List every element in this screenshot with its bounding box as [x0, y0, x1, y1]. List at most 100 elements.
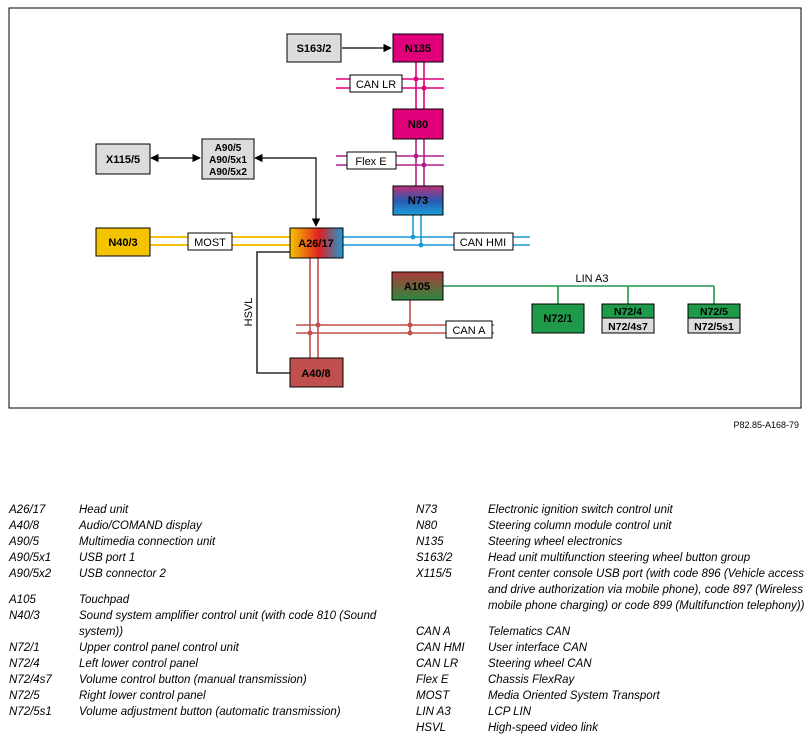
legend-code: N72/5	[9, 690, 40, 702]
svg-text:A105: A105	[404, 281, 430, 293]
svg-text:N72/4: N72/4	[614, 306, 642, 318]
legend-description: Volume adjustment button (automatic tran…	[79, 706, 341, 718]
svg-text:CAN A: CAN A	[452, 325, 486, 337]
unit-a40-8: A40/8	[289, 357, 344, 388]
legend-description: Steering column module control unit	[488, 520, 672, 532]
legend-description: Multimedia connection unit	[79, 536, 216, 548]
legend-description: Steering wheel CAN	[488, 658, 592, 670]
legend-description: Sound system amplifier control unit (wit…	[79, 610, 377, 638]
svg-text:N73: N73	[408, 195, 428, 207]
junction-dot	[418, 242, 424, 248]
legend-description: Electronic ignition switch control unit	[488, 504, 673, 516]
unit-x115-5: X115/5	[95, 143, 151, 175]
svg-text:CAN LR: CAN LR	[356, 79, 396, 91]
legend-code: X115/5	[416, 568, 452, 580]
junction-dot	[407, 330, 413, 336]
unit-s163-2: S163/2	[286, 33, 342, 63]
unit-n135: N135	[392, 33, 444, 63]
legend-spacer	[416, 614, 806, 624]
legend-description: High-speed video link	[488, 722, 598, 734]
svg-text:A90/5x2: A90/5x2	[209, 167, 247, 178]
svg-text:N72/4s7: N72/4s7	[608, 321, 648, 333]
legend-description: LCP LIN	[488, 706, 532, 718]
legend-row: A90/5x1 USB port 1	[9, 550, 404, 566]
legend-row: N80 Steering column module control unit	[416, 518, 806, 534]
legend-code: A90/5x1	[9, 552, 52, 564]
unit-a105: A105	[391, 271, 444, 301]
legend-code: A40/8	[9, 520, 40, 532]
unit-n72-4: N72/4 N72/4s7	[601, 303, 655, 334]
legend-code: N72/4	[9, 658, 40, 670]
svg-text:MOST: MOST	[194, 237, 226, 249]
unit-a26-17: A26/17	[289, 227, 344, 259]
unit-n72-1: N72/1	[531, 303, 585, 334]
legend-row: S163/2 Head unit multifunction steering w…	[416, 550, 806, 566]
legend-row: Flex E Chassis FlexRay	[416, 672, 806, 688]
legend-code: N72/1	[9, 642, 40, 654]
legend-description: Telematics CAN	[488, 626, 571, 638]
svg-text:N72/1: N72/1	[543, 313, 572, 325]
legend-description: USB port 1	[79, 552, 136, 564]
legend-row: N72/1 Upper control panel control unit	[9, 640, 404, 656]
unit-n40-3: N40/3	[95, 227, 151, 257]
legend-description: Head unit	[79, 504, 129, 516]
legend-code: A90/5x2	[9, 568, 52, 580]
svg-text:A26/17: A26/17	[298, 238, 333, 250]
legend-code: LIN A3	[416, 706, 451, 718]
svg-text:A40/8: A40/8	[301, 368, 330, 380]
legend-description: Left lower control panel	[79, 658, 198, 670]
bus-label-can-lr: CAN LR	[349, 74, 403, 93]
legend-code: N135	[416, 536, 444, 548]
figure-id: P82.85-A168-79	[733, 420, 799, 430]
bus-label-flex-e: Flex E	[346, 151, 397, 170]
svg-text:X115/5: X115/5	[106, 154, 140, 166]
svg-text:N135: N135	[405, 43, 431, 55]
svg-text:S163/2: S163/2	[297, 43, 332, 55]
legend-description: User interface CAN	[488, 642, 588, 654]
junction-dot	[413, 76, 419, 82]
svg-text:N72/5s1: N72/5s1	[694, 321, 734, 333]
legend-description: Chassis FlexRay	[488, 674, 575, 686]
svg-text:N80: N80	[408, 119, 428, 131]
junction-dot	[413, 153, 419, 159]
svg-text:Flex E: Flex E	[355, 156, 386, 168]
legend-description: Upper control panel control unit	[79, 642, 239, 654]
legend-description: Steering wheel electronics	[488, 536, 623, 548]
legend-right: N73 Electronic ignition switch control un…	[416, 502, 806, 736]
legend-row: HSVL High-speed video link	[416, 720, 806, 736]
junction-dot	[421, 162, 427, 168]
junction-dot	[410, 234, 416, 240]
legend-code: MOST	[416, 690, 450, 702]
legend-code: CAN LR	[416, 658, 459, 670]
legend-code: N80	[416, 520, 438, 532]
legend-row: N135 Steering wheel electronics	[416, 534, 806, 550]
hsvl-link	[256, 251, 290, 374]
junction-dot	[307, 330, 313, 336]
legend-code: Flex E	[416, 674, 449, 686]
legend-code: CAN HMI	[416, 642, 465, 654]
legend-code: A105	[9, 594, 36, 606]
svg-text:CAN HMI: CAN HMI	[460, 237, 506, 249]
legend-description: Head unit multifunction steering wheel b…	[488, 552, 751, 564]
legend-code: A26/17	[9, 504, 46, 516]
legend-code: HSVL	[416, 722, 447, 734]
unit-n73: N73	[392, 185, 444, 216]
junction-dot	[421, 85, 427, 91]
legend-row: N72/4 Left lower control panel	[9, 656, 404, 672]
legend-description: Volume control button (manual transmissi…	[79, 674, 307, 686]
legend-row: LIN A3 LCP LIN	[416, 704, 806, 720]
legend-code: S163/2	[416, 552, 453, 564]
svg-text:N40/3: N40/3	[108, 237, 137, 249]
unit-n80: N80	[392, 108, 444, 140]
legend-code: N73	[416, 504, 438, 516]
